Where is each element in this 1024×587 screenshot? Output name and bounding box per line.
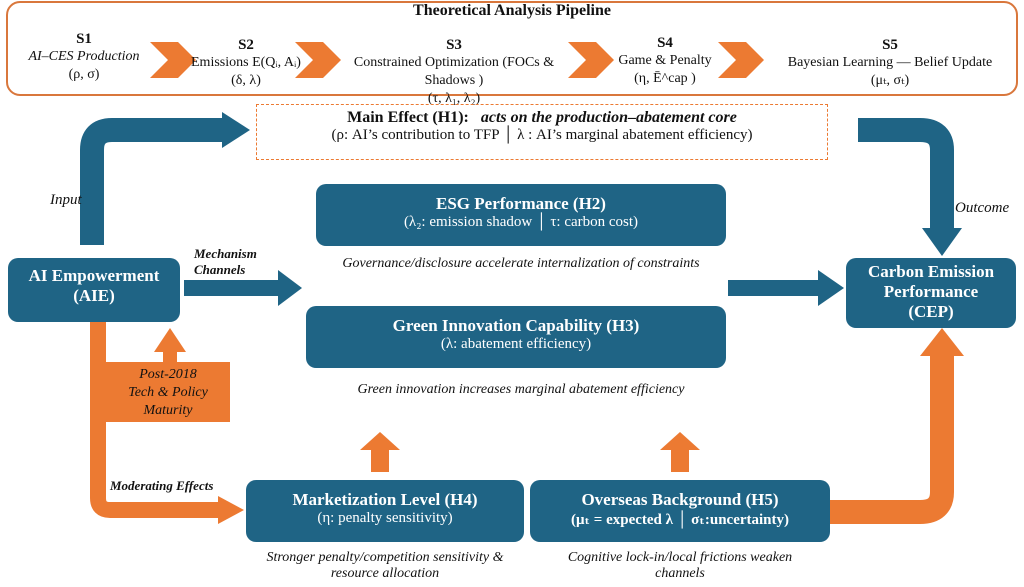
outcome-label: Outcome	[955, 200, 1010, 216]
mechanism-label: Mechanism Channels	[194, 246, 257, 277]
main-effect-detail: (ρ: AI’s contribution to TFP │ λ : AI’s …	[331, 127, 753, 143]
mechanism-to-cep-arrow	[728, 280, 820, 296]
overseas-box: Overseas Background (H5) (μₜ = expected …	[530, 480, 830, 542]
overseas-note: Cognitive lock-in/local frictions weaken…	[567, 550, 793, 581]
market-note: Stronger penalty/competition sensitivity…	[266, 550, 504, 581]
stage-s3: S3 Constrained Optimization (FOCs & Shad…	[353, 37, 555, 106]
moderating-label: Moderating Effects	[110, 478, 214, 493]
esg-box: ESG Performance (H2) (λ₂: emission shado…	[316, 184, 726, 246]
esg-note: Governance/disclosure accelerate interna…	[342, 256, 700, 271]
h5-up-arrow	[671, 448, 689, 472]
pipeline-title: Theoretical Analysis Pipeline	[413, 2, 611, 19]
main-effect-box: Main Effect (H1): acts on the production…	[256, 104, 828, 160]
pipeline-panel	[6, 1, 1018, 96]
input-arrow	[80, 118, 225, 245]
main-effect-title: Main Effect (H1):	[347, 109, 469, 126]
aie-box: AI Empowerment (AIE)	[8, 258, 180, 322]
main-effect-subtitle: acts on the production–abatement core	[480, 109, 737, 126]
h5-to-cep-arrow	[750, 352, 954, 524]
h4-up-arrow	[371, 448, 389, 472]
moderating-arrow	[90, 322, 220, 518]
stage-s1: S1 AI–CES Production (ρ, σ)	[28, 31, 140, 82]
green-note: Green innovation increases marginal abat…	[357, 382, 685, 397]
market-box: Marketization Level (H4) (η: penalty sen…	[246, 480, 524, 542]
cep-box: Carbon Emission Performance (CEP)	[846, 258, 1016, 328]
stage-s5: S5 Bayesian Learning — Belief Update (μₜ…	[787, 37, 993, 88]
input-label: Input	[50, 192, 82, 208]
stage-s2: S2 Emissions E(Qᵢ, Aᵢ) (δ, λ)	[191, 37, 301, 88]
mechanism-arrow	[184, 280, 280, 296]
outcome-arrow	[858, 118, 954, 232]
chevron-arrow-2	[295, 42, 341, 78]
chevron-arrow-1	[150, 42, 196, 78]
stage-s4: S4 Game & Penalty (η, Ē^cap )	[618, 35, 712, 86]
chevron-arrow-3	[568, 42, 614, 78]
green-box: Green Innovation Capability (H3) (λ: aba…	[306, 306, 726, 368]
chevron-arrow-4	[718, 42, 764, 78]
post2018-box: Post-2018 Tech & Policy Maturity	[106, 362, 230, 422]
